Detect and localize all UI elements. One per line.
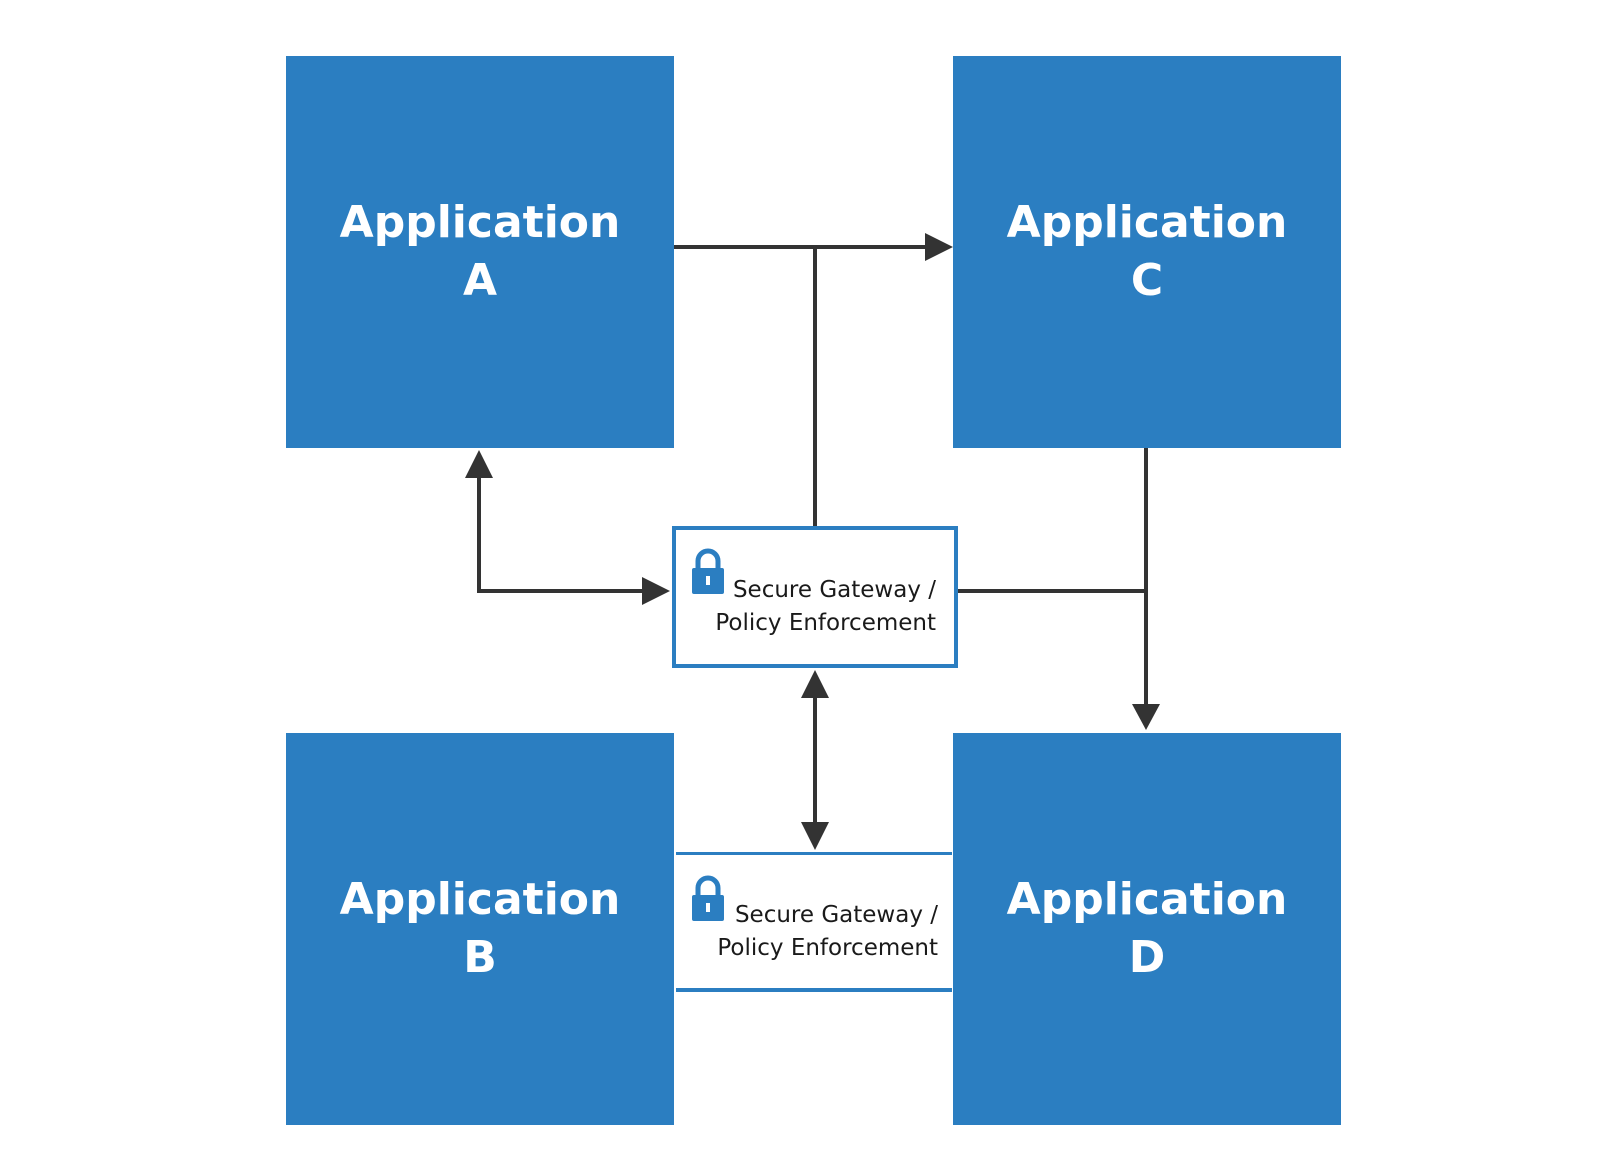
application-b-title: Application — [339, 874, 621, 925]
application-d-title: Application — [1006, 874, 1288, 925]
application-d-letter: D — [1128, 932, 1166, 983]
arrowhead-into-c — [925, 233, 953, 261]
application-b-letter: B — [463, 932, 497, 983]
gateway-center-label: Secure Gateway / Policy Enforcement — [715, 574, 936, 640]
application-c-letter: C — [1130, 255, 1164, 306]
application-a-title: Application — [339, 197, 621, 248]
gateway-center-line1: Secure Gateway / — [732, 577, 936, 603]
gateway-bottom-line1: Secure Gateway / — [734, 902, 938, 928]
gateway-bottom-label: Secure Gateway / Policy Enforcement — [717, 899, 938, 965]
arrowhead-into-a — [465, 450, 493, 478]
application-b-box[interactable]: Application B — [286, 733, 674, 1125]
gateway-bottom-line2: Policy Enforcement — [717, 935, 938, 961]
application-a-letter: A — [462, 255, 498, 306]
gateway-center-line2: Policy Enforcement — [715, 610, 936, 636]
arrowhead-into-d — [1132, 704, 1160, 730]
secure-gateway-bottom[interactable]: Secure Gateway / Policy Enforcement — [676, 852, 952, 992]
arrow-gateway-to-a — [477, 478, 642, 593]
application-a-box[interactable]: Application A — [286, 56, 674, 448]
arrowhead-down-into-bottom-gateway — [801, 822, 829, 850]
application-c-box[interactable]: Application C — [953, 56, 1341, 448]
arrowhead-up-into-center-gateway — [801, 670, 829, 698]
lock-icon — [692, 875, 724, 921]
arrowhead-into-gateway-from-a — [642, 577, 670, 605]
application-d-box[interactable]: Application D — [953, 733, 1341, 1125]
lock-icon — [692, 548, 724, 594]
application-c-title: Application — [1006, 197, 1288, 248]
secure-gateway-center[interactable]: Secure Gateway / Policy Enforcement — [672, 526, 958, 668]
